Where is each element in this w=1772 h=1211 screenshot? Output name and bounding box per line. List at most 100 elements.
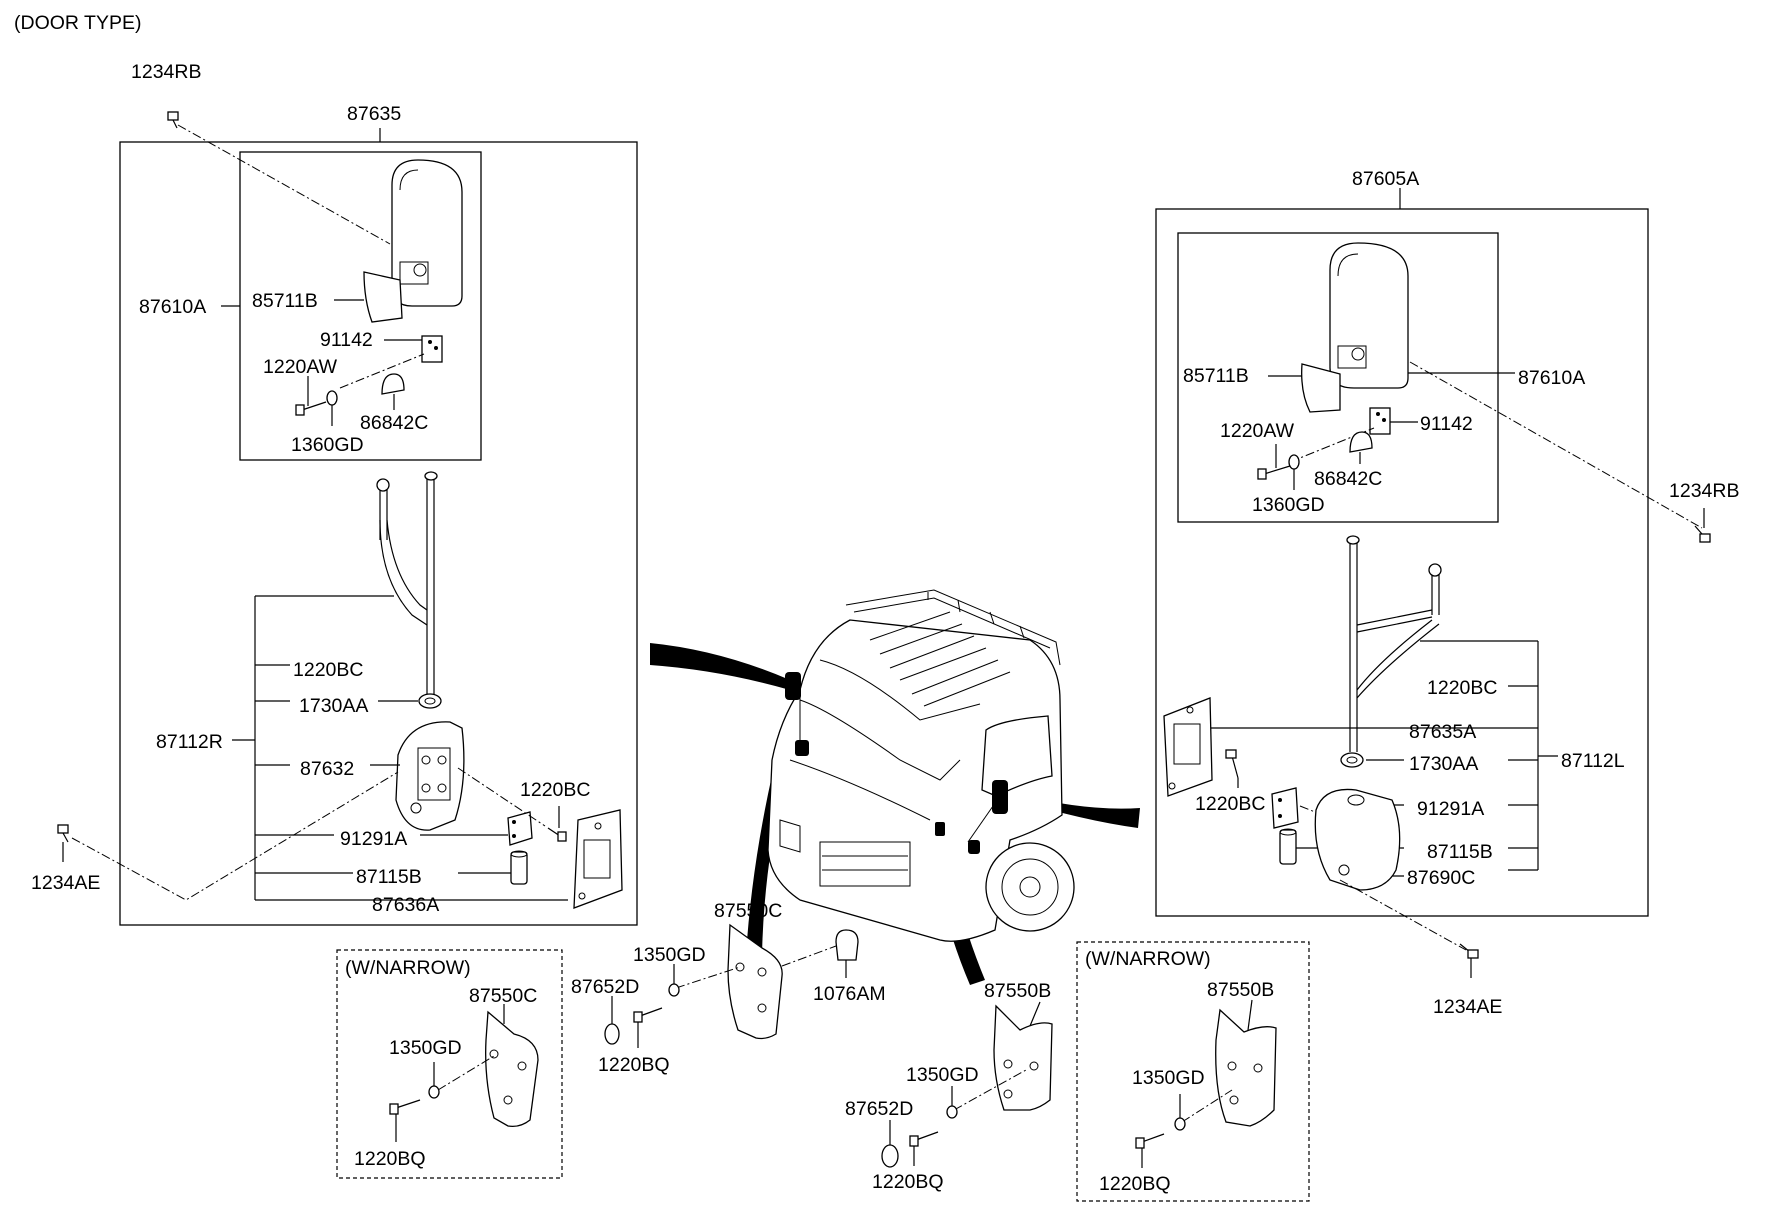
center-screw-1220bq[interactable] bbox=[633, 1007, 663, 1023]
left-cap-86842c[interactable] bbox=[381, 373, 405, 395]
center-label-1350gd: 1350GD bbox=[633, 944, 706, 966]
narrow-left-mirror-87550c[interactable] bbox=[485, 1010, 539, 1128]
right-bolt-1220bc[interactable] bbox=[1225, 749, 1239, 779]
center-mirror-87550b[interactable] bbox=[993, 1004, 1053, 1111]
left-bolt-1234ae[interactable] bbox=[57, 824, 69, 843]
left-label-87635: 87635 bbox=[347, 103, 401, 125]
center-grommet-1076am[interactable] bbox=[835, 929, 859, 961]
right-bolt-1234ae[interactable] bbox=[1459, 943, 1479, 959]
right-label-1234ae: 1234AE bbox=[1433, 996, 1502, 1018]
narrow-right-washer-1350gd[interactable] bbox=[1174, 1117, 1186, 1131]
left-label-1360gd: 1360GD bbox=[291, 434, 364, 456]
left-screw-1220aw[interactable] bbox=[295, 401, 327, 416]
center-label-1076am: 1076AM bbox=[813, 983, 886, 1005]
right-mirror-head-frame bbox=[1177, 232, 1499, 523]
center-washer-1350gd[interactable] bbox=[668, 983, 680, 997]
narrow-left-label-87550c: 87550C bbox=[469, 985, 537, 1007]
right-mirror-base-87690c[interactable] bbox=[1314, 788, 1401, 891]
right-label-1730aa: 1730AA bbox=[1409, 753, 1478, 775]
right-screw-1220aw[interactable] bbox=[1257, 465, 1291, 480]
left-mirror-arm[interactable] bbox=[376, 471, 438, 695]
left-mirror-head[interactable] bbox=[391, 159, 463, 307]
left-bushing-87115b[interactable] bbox=[510, 850, 528, 885]
right-label-87112l: 87112L bbox=[1561, 750, 1625, 772]
left-label-91142: 91142 bbox=[320, 329, 373, 351]
narrow-variant-right: (W/NARROW) 87550B 1350GD 1220BQ bbox=[1076, 941, 1310, 1202]
narrow-left-washer-1350gd[interactable] bbox=[428, 1085, 440, 1099]
truck-under-mirror-right bbox=[968, 840, 980, 854]
pointer-wedge-left-top bbox=[650, 643, 790, 690]
left-label-91291a: 91291A bbox=[340, 828, 407, 850]
left-label-1220bc-b: 1220BC bbox=[520, 779, 590, 801]
right-gasket-87635a[interactable] bbox=[1163, 697, 1213, 797]
center-label-1220bq-b: 1220BQ bbox=[872, 1171, 944, 1193]
narrow-left-frame bbox=[336, 949, 563, 1179]
right-washer-1360gd[interactable] bbox=[1288, 454, 1300, 470]
narrow-left-label-1350gd: 1350GD bbox=[389, 1037, 462, 1059]
narrow-left-screw-1220bq[interactable] bbox=[389, 1099, 421, 1115]
left-label-87636a: 87636A bbox=[372, 894, 439, 916]
truck-body bbox=[767, 619, 1063, 942]
narrow-right-label-1350gd: 1350GD bbox=[1132, 1067, 1205, 1089]
right-label-87635a: 87635A bbox=[1409, 721, 1476, 743]
narrow-left-title: (W/NARROW) bbox=[345, 957, 471, 979]
right-mirror-arm[interactable] bbox=[1346, 535, 1442, 752]
left-bolt-1220bc[interactable] bbox=[547, 827, 567, 842]
right-label-85711b: 85711B bbox=[1183, 365, 1249, 387]
center-screw-1220bq-b[interactable] bbox=[909, 1131, 939, 1147]
right-cap-86842c[interactable] bbox=[1349, 431, 1373, 453]
right-label-87115b: 87115B bbox=[1427, 841, 1493, 863]
center-label-87550c: 87550C bbox=[714, 900, 782, 922]
right-label-1220bc-b: 1220BC bbox=[1195, 793, 1265, 815]
left-mirror-base-87632[interactable] bbox=[395, 721, 465, 831]
center-label-1220bq: 1220BQ bbox=[598, 1054, 670, 1076]
truck-under-mirror-left bbox=[795, 740, 809, 756]
center-label-87652d: 87652D bbox=[571, 976, 639, 998]
right-bushing-87115b[interactable] bbox=[1279, 828, 1297, 865]
right-ring-1730aa[interactable] bbox=[1340, 752, 1364, 768]
center-plug-87652d-b[interactable] bbox=[881, 1144, 899, 1168]
center-mirror-87550c[interactable] bbox=[727, 923, 783, 1040]
left-ring-1730aa[interactable] bbox=[418, 693, 442, 709]
left-label-1730aa: 1730AA bbox=[299, 695, 368, 717]
right-bolt-1234rb[interactable] bbox=[1694, 525, 1711, 543]
right-label-1220bc-a: 1220BC bbox=[1427, 677, 1497, 699]
right-label-87605a: 87605A bbox=[1352, 168, 1419, 190]
right-bracket-91142[interactable] bbox=[1369, 407, 1391, 435]
left-mirror-glass[interactable] bbox=[363, 271, 403, 323]
truck-mirror-left bbox=[785, 672, 801, 700]
left-label-1220aw: 1220AW bbox=[263, 356, 338, 378]
center-washer-1350gd-b[interactable] bbox=[946, 1105, 958, 1119]
right-label-87690c: 87690C bbox=[1407, 867, 1475, 889]
right-mirror-head[interactable] bbox=[1329, 242, 1409, 389]
left-hinge-91291a[interactable] bbox=[507, 811, 533, 846]
truck-cab-illustration bbox=[650, 589, 1140, 985]
center-plug-87652d[interactable] bbox=[604, 1023, 620, 1045]
narrow-right-screw-1220bq[interactable] bbox=[1135, 1133, 1165, 1149]
right-mirror-assembly: 87605A 85711B 87610A 1220AW 91142 86842C… bbox=[1155, 168, 1739, 1018]
left-label-1220bc-a: 1220BC bbox=[293, 659, 363, 681]
left-label-87610a: 87610A bbox=[139, 296, 206, 318]
center-label-87550b: 87550B bbox=[984, 980, 1051, 1002]
left-bolt-1234rb[interactable] bbox=[167, 111, 179, 129]
narrow-right-label-1220bq: 1220BQ bbox=[1099, 1173, 1171, 1195]
left-gasket-87636a[interactable] bbox=[573, 809, 623, 909]
left-label-87115b: 87115B bbox=[356, 866, 422, 888]
right-label-1234rb: 1234RB bbox=[1669, 480, 1739, 502]
left-washer-1360gd[interactable] bbox=[326, 390, 338, 406]
left-bracket-91142[interactable] bbox=[421, 335, 443, 363]
narrow-left-label-1220bq: 1220BQ bbox=[354, 1148, 426, 1170]
right-label-91142: 91142 bbox=[1420, 413, 1473, 435]
left-label-1234ae: 1234AE bbox=[31, 872, 100, 894]
left-assembly-frame bbox=[119, 141, 638, 926]
right-label-1360gd: 1360GD bbox=[1252, 494, 1325, 516]
diagram-title: (DOOR TYPE) bbox=[14, 12, 141, 34]
truck-mirror-right bbox=[992, 780, 1008, 814]
right-mirror-glass[interactable] bbox=[1301, 363, 1341, 413]
narrow-right-frame bbox=[1076, 941, 1310, 1202]
right-assembly-frame bbox=[1155, 208, 1649, 917]
narrow-variant-left: (W/NARROW) 87550C 1350GD 1220BQ bbox=[336, 949, 563, 1179]
narrow-right-mirror-87550b[interactable] bbox=[1215, 1008, 1277, 1127]
right-hinge-91291a[interactable] bbox=[1271, 787, 1299, 829]
